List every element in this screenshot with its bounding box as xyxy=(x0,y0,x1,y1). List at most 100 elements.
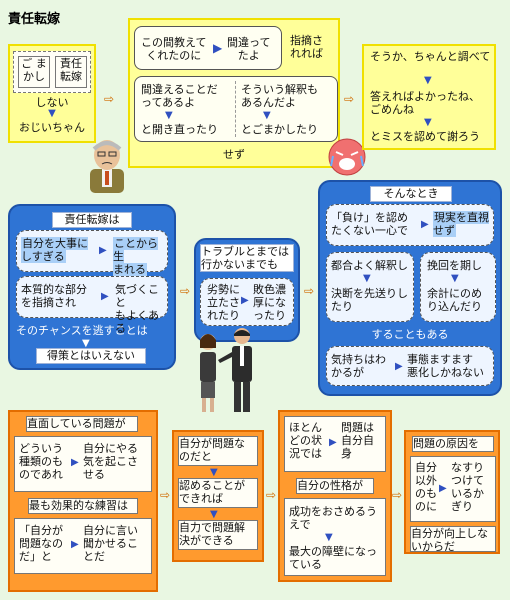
iikikase-row: 「自分が 問題なの だ」と ▶ 自分に言い 聞かせるこ とだ xyxy=(14,518,152,574)
sonna-toki-box: そんなとき 「負け」を認め たくない一心で ▶ 現実を直視 せず 都合よく解釈し… xyxy=(318,180,502,396)
shougeki-box: ほとん どの状 況では ▶ 問題は 自分自 身 自分の性格が 成功をおさめるう … xyxy=(278,410,392,582)
sezu-label: せず xyxy=(223,148,245,161)
mitomeru-label: 認めることが できれば xyxy=(178,478,258,508)
tokusaku-label: 得策とはいえない xyxy=(36,348,146,364)
jibun-mondai-label: 「自分が 問題なの だ」と xyxy=(19,524,63,563)
down-arrow-icon: ▼ xyxy=(424,75,432,86)
right-arrow-icon: ⇨ xyxy=(104,92,115,106)
nomerikomu-label: 余計にのめ り込んだり xyxy=(427,287,482,313)
chokumen-header: 直面している問題が xyxy=(26,416,138,432)
renshu-box: 直面している問題が どういう 種類のも のであれ ▶ 自分にやる 気を起こさ せ… xyxy=(8,410,158,592)
ayamaro-label: とミスを認めて謝ろう xyxy=(370,130,480,143)
yaruki-label: 自分にやる 気を起こさ せる xyxy=(83,442,138,481)
makewo-row: 「負け」を認め たくない一心で ▶ 現実を直視 せず xyxy=(326,204,494,246)
right-arrow-icon: ▶ xyxy=(439,483,447,494)
right-arrow-icon: ▶ xyxy=(71,539,79,550)
trouble-header: トラブルとまでは 行かないまでも xyxy=(200,244,294,272)
old-man-illustration xyxy=(90,140,124,193)
down-arrow-icon: ▼ xyxy=(325,532,333,543)
hotondo-row: ほとん どの状 況では ▶ 問題は 自分自 身 xyxy=(284,416,386,472)
jiriki-label: 自力で問題解 決ができる xyxy=(178,520,258,550)
daiji-row: 自分を大事に しすぎる ▶ ことから生 まれる xyxy=(16,230,168,276)
hotondo-label: ほとん どの状 況では xyxy=(289,421,322,460)
down-arrow-icon: ▼ xyxy=(424,117,432,128)
koujou-label: 自分が向上しな いからだ xyxy=(410,526,496,553)
hirakinaori-quote: 間違えることだ ってあるよ xyxy=(141,83,218,109)
gomenne-label: 答えればよかったね、 ごめんね xyxy=(370,90,480,116)
oshiete-label: この間教えて くれたのに xyxy=(141,36,207,62)
down-arrow-icon: ▼ xyxy=(210,467,218,478)
sakiokuri-label: 決断を先送りし たり xyxy=(331,287,408,313)
shirabete-label: そうか、ちゃんと調べて xyxy=(370,50,491,63)
bankai-label: 挽回を期し xyxy=(427,259,482,272)
chokushi-label: 現実を直視 せず xyxy=(433,211,489,237)
down-arrow-icon: ▼ xyxy=(48,108,56,119)
down-arrow-icon: ▼ xyxy=(451,273,459,284)
gomakashi-quote: そういう解釈も あるんだよ xyxy=(241,83,318,109)
jibun-jishin-label: 問題は 自分自 身 xyxy=(341,421,374,460)
page-title: 責任転嫁 xyxy=(8,12,61,27)
iikikase-label: 自分に言い 聞かせるこ とだ xyxy=(83,524,138,563)
shougeki-label: 最大の障壁になっ ている xyxy=(289,545,377,571)
gomakashi-tari-label: とごまかしたり xyxy=(241,123,318,136)
mitomeru-box: 自分が問題な のだと ▼ 認めることが できれば ▼ 自力で問題解 決ができる xyxy=(172,430,264,562)
right-arrow-icon: ▶ xyxy=(395,361,403,372)
shougeki-row: 成功をおさめるう えで ▼ 最大の障壁になっ ている xyxy=(284,498,386,576)
daiji-label: 自分を大事に しすぎる xyxy=(21,237,88,263)
ojiichan-label: おじいちゃん xyxy=(19,121,85,134)
down-arrow-icon: ▼ xyxy=(82,338,90,349)
mondai-nanoda-label: 自分が問題な のだと xyxy=(178,436,258,466)
kimochi-label: 気持ちはわ かるが xyxy=(331,353,386,379)
sonna-toki-header: そんなとき xyxy=(370,186,452,202)
bankai-row: 挽回を期し ▼ 余計にのめ り込んだり xyxy=(420,252,496,322)
seikaku-label: 自分の性格が xyxy=(296,478,374,494)
shinai-label: しない xyxy=(35,96,69,109)
arukoto-label: することもある xyxy=(371,328,449,341)
nogasu-label: そのチャンスを逃すことは xyxy=(16,324,148,337)
makewo-label: 「負け」を認め たくない一心で xyxy=(331,211,408,237)
right-arrow-icon: ▶ xyxy=(329,437,337,448)
right-arrow-icon: ▶ xyxy=(241,295,249,306)
shiteki-row: 本質的な部分 を指摘され ▶ 気づくこと もよくある xyxy=(16,276,168,335)
trouble-box: トラブルとまでは 行かないまでも 劣勢に 立たさ れたり ▶ 敗色濃 厚にな っ… xyxy=(194,238,300,342)
kizuku-label: 気づくこと もよくある xyxy=(115,283,159,335)
yaruki-row: どういう 種類のも のであれ ▶ 自分にやる 気を起こさ せる xyxy=(14,436,152,492)
doiu-label: どういう 種類のも のであれ xyxy=(19,442,63,481)
right-arrow-icon: ▶ xyxy=(213,41,223,55)
umareru-label: ことから生 まれる xyxy=(113,237,158,276)
sekinin-tenka-label: 責任 転嫁 xyxy=(55,56,87,88)
ressei-label: 劣勢に 立たさ れたり xyxy=(207,283,240,322)
ayamaru-box: そうか、ちゃんと調べて ▼ 答えればよかったね、 ごめんね ▼ とミスを認めて謝… xyxy=(362,44,496,150)
genin-box: 問題の原因を 自分 以外 のも のに ▶ なすり つけて いるか ぎり 自分が向… xyxy=(404,430,500,554)
akka-label: 事態ますます 悪化しかねない xyxy=(407,353,484,379)
down-arrow-icon: ▼ xyxy=(263,110,271,121)
crying-face-illustration xyxy=(328,138,366,176)
down-arrow-icon: ▼ xyxy=(210,509,218,520)
excuses-bubble: 間違えることだ ってあるよ ▼ と開き直ったり そういう解釈も あるんだよ ▼ … xyxy=(134,76,338,142)
right-arrow-icon: ⇨ xyxy=(180,284,191,298)
right-arrow-icon: ⇨ xyxy=(392,488,403,502)
right-arrow-icon: ⇨ xyxy=(266,488,277,502)
right-arrow-icon: ▶ xyxy=(99,245,107,256)
genin-header: 問題の原因を xyxy=(412,436,494,452)
sezu-box: この間教えて くれたのに ▶ 間違って たよ 指摘さ れれば 間違えることだ っ… xyxy=(128,18,340,168)
nasuri-label: なすり つけて いるか ぎり xyxy=(451,461,484,513)
right-arrow-icon: ⇨ xyxy=(344,92,355,106)
tenka-explain-box: 責任転嫁は 自分を大事に しすぎる ▶ ことから生 まれる 本質的な部分 を指摘… xyxy=(8,204,176,370)
down-arrow-icon: ▼ xyxy=(363,273,371,284)
gomakashi-label: ご ま かし xyxy=(18,56,50,88)
machigatteta-label: 間違って たよ xyxy=(227,36,271,62)
tenka-header: 責任転嫁は xyxy=(52,212,132,228)
shiteki-label: 指摘さ れれば xyxy=(290,34,323,60)
honshitsu-label: 本質的な部分 を指摘され xyxy=(21,283,87,309)
tsugou-label: 都合よく解釈し xyxy=(331,259,408,272)
nasuri-row: 自分 以外 のも のに ▶ なすり つけて いるか ぎり xyxy=(410,456,496,522)
right-arrow-icon: ⇨ xyxy=(160,488,171,502)
businesspeople-illustration xyxy=(200,328,252,412)
ressei-row: 劣勢に 立たさ れたり ▶ 敗色濃 厚にな ったり xyxy=(200,278,294,326)
gomakashi-pair: ご ま かし 責任 転嫁 xyxy=(13,51,91,93)
down-arrow-icon: ▼ xyxy=(165,110,173,121)
hirakinaori-label: と開き直ったり xyxy=(141,123,218,136)
akka-row: 気持ちはわ かるが ▶ 事態ますます 悪化しかねない xyxy=(326,346,494,386)
